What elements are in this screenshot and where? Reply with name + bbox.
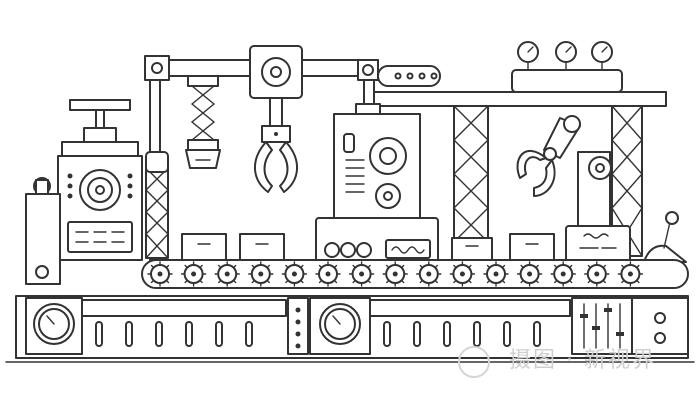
conveyor-gear-icon <box>249 262 273 286</box>
upper-rail <box>374 92 666 106</box>
conveyor-gear-icon <box>484 262 508 286</box>
vent-slot <box>384 322 390 346</box>
conveyor-gear-icon <box>350 262 374 286</box>
left-side-block <box>26 178 60 284</box>
robotic-arm-right <box>518 116 611 232</box>
vent-slot <box>156 322 162 346</box>
vent-slot <box>444 322 450 346</box>
vent-slot <box>216 322 222 346</box>
conveyor-gear-icon <box>551 262 575 286</box>
conveyor-gear-icon <box>282 262 306 286</box>
vent-slot <box>126 322 132 346</box>
lever-handle <box>644 212 686 262</box>
slider-panel <box>580 304 624 348</box>
central-machine <box>316 104 438 264</box>
base-cabinet <box>16 296 688 358</box>
conveyor-belt <box>142 260 688 288</box>
right-cabinet <box>566 226 630 262</box>
conveyor-gear-icon <box>450 262 474 286</box>
top-gauges <box>512 42 622 92</box>
vent-slot <box>414 322 420 346</box>
press-gear-icon <box>80 170 120 210</box>
conveyor-gear-icon <box>215 262 239 286</box>
conveyor-gear-icon <box>148 262 172 286</box>
press-machine <box>58 100 168 260</box>
vent-slot <box>96 322 102 346</box>
conveyor-gear-icon <box>518 262 542 286</box>
pressure-gauge-center-icon <box>320 304 360 344</box>
vent-slot <box>246 322 252 346</box>
conveyor-gear-icon <box>417 262 441 286</box>
box <box>452 238 492 260</box>
conveyor-gear-icon <box>585 262 609 286</box>
vent-slot <box>474 322 480 346</box>
machine-gear-small-icon <box>376 184 400 208</box>
pressure-gauge-left-icon <box>34 304 74 344</box>
lattice-tower-mid <box>454 106 488 242</box>
conveyor-gear-icon <box>618 262 642 286</box>
lattice-tower-left <box>146 168 168 258</box>
box <box>510 234 554 260</box>
gantry-gear-icon <box>262 58 290 86</box>
box <box>182 234 226 260</box>
conveyor-gear-icon <box>316 262 340 286</box>
vent-slot <box>186 322 192 346</box>
conveyor-gears <box>148 262 642 286</box>
watermark-logo <box>458 346 490 378</box>
watermark-text: 摄图 · 新视界 <box>509 348 656 373</box>
vent-slot <box>504 322 510 346</box>
accordion-grabber <box>186 76 220 168</box>
machine-gear-large-icon <box>370 138 406 174</box>
claw-arm <box>255 98 297 192</box>
vent-slot <box>534 322 540 346</box>
conveyor-gear-icon <box>182 262 206 286</box>
boxes <box>182 234 554 260</box>
box <box>240 234 284 260</box>
rail-cylinder <box>378 66 440 86</box>
conveyor-gear-icon <box>383 262 407 286</box>
vent-slots <box>96 322 540 346</box>
